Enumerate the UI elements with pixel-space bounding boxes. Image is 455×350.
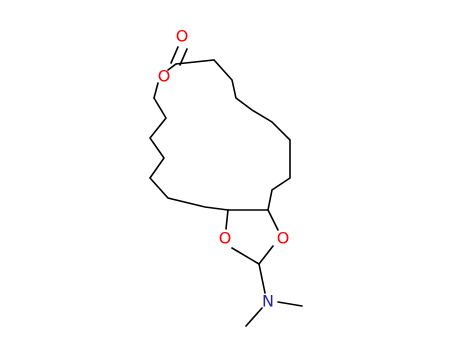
carbonyl-ester-bond xyxy=(167,63,177,71)
amine-nitrogen-label: N xyxy=(262,292,274,311)
dioxolane-bonds xyxy=(225,209,279,265)
dioxolane-oxygen-left-label: O xyxy=(219,229,232,248)
upper-chain-bond xyxy=(175,59,291,211)
macrocycle-bonds xyxy=(148,59,291,211)
lower-chain-bond xyxy=(148,97,229,211)
ester-oxygen-label: O xyxy=(158,67,171,86)
dioxolane-oxygen-right-label: O xyxy=(277,229,290,248)
dimethylamino-bonds xyxy=(245,263,303,327)
carbonyl-double-bond xyxy=(170,46,188,66)
ester-oxygen-bond xyxy=(153,82,159,99)
carbonyl-oxygen-label: O xyxy=(176,27,189,46)
